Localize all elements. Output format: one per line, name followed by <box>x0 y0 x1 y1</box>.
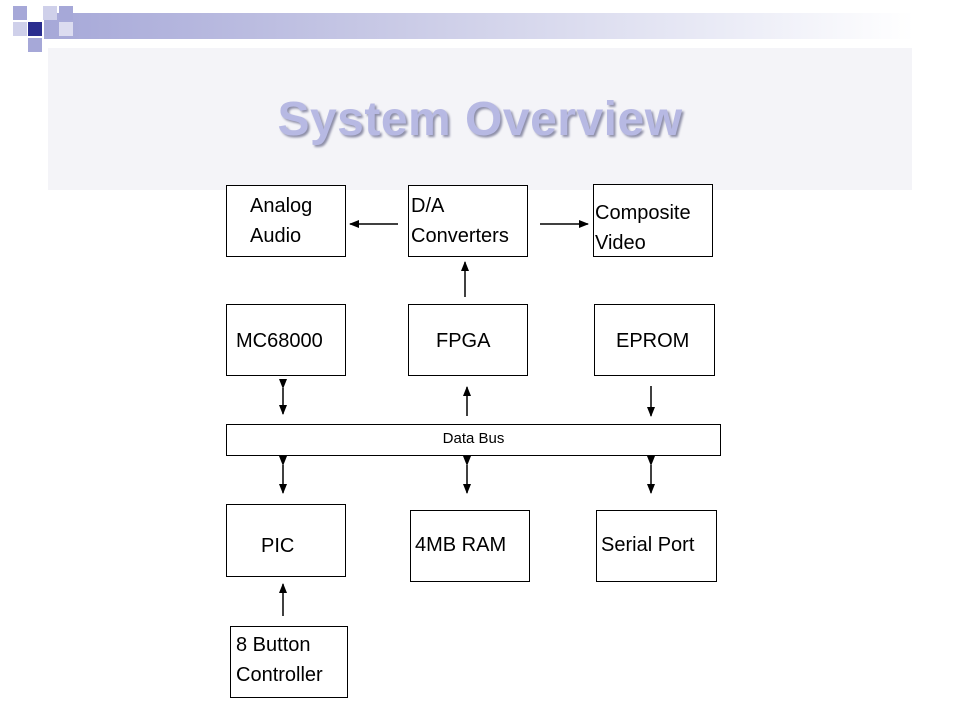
mc68000-box: MC68000 <box>226 304 346 376</box>
header-square-decoration <box>59 6 73 20</box>
analog-audio-box: Analog Audio <box>226 185 346 257</box>
pic-box: PIC <box>226 504 346 577</box>
header-square-decoration <box>28 22 42 36</box>
eprom-box: EPROM <box>594 304 715 376</box>
mc68000-label: MC68000 <box>236 330 323 352</box>
header-square-decoration <box>13 22 27 36</box>
header-square-decoration <box>13 6 27 20</box>
title-band <box>48 48 912 190</box>
button-controller-label: 8 Button Controller <box>236 634 323 686</box>
ram-box: 4MB RAM <box>410 510 530 582</box>
header-square-decoration <box>28 38 42 52</box>
fpga-label: FPGA <box>436 330 491 352</box>
ram-label: 4MB RAM <box>415 534 507 556</box>
analog-audio-label: Analog Audio <box>250 195 313 247</box>
slide-title: System Overview <box>277 93 683 146</box>
composite-video-box: Composite Video <box>593 184 713 257</box>
serial-port-box: Serial Port <box>596 510 717 582</box>
data-bus-box: Data Bus <box>226 424 721 456</box>
header-square-decoration <box>59 22 73 36</box>
da-converters-label: D/A Converters <box>411 195 509 247</box>
eprom-label: EPROM <box>616 330 690 352</box>
da-converters-box: D/A Converters <box>408 185 528 257</box>
header-gradient-bar <box>44 13 914 39</box>
pic-label: PIC <box>261 535 295 557</box>
button-controller-box: 8 Button Controller <box>230 626 348 698</box>
fpga-box: FPGA <box>408 304 528 376</box>
serial-port-label: Serial Port <box>601 534 695 556</box>
data-bus-label: Data Bus <box>442 430 505 447</box>
composite-video-label: Composite Video <box>595 202 691 254</box>
header-square-decoration <box>43 6 57 20</box>
